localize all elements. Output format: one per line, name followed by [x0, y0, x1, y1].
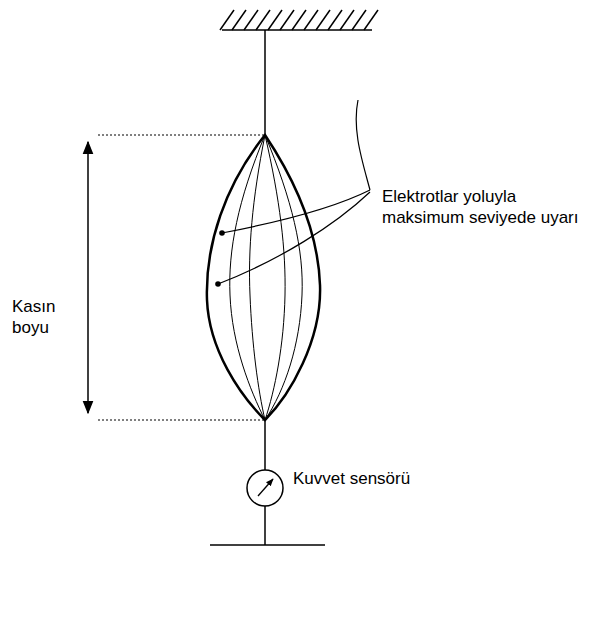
hatch-stroke: [232, 10, 246, 30]
guide-line: [98, 420, 264, 421]
stimulus-label: Elektrotlar yoluyla maksimum seviyede uy…: [382, 186, 587, 228]
length-label: Kasın boyu: [12, 296, 74, 338]
hatch-stroke: [268, 10, 282, 30]
string: [264, 506, 266, 545]
sensor-label: Kuvvet sensörü: [293, 468, 453, 489]
hatch-stroke: [352, 10, 366, 30]
length-arrow: [87, 142, 89, 413]
ceiling: [220, 10, 378, 30]
electrode-wires: [218, 100, 370, 284]
muscle: [207, 135, 320, 420]
hatch-stroke: [328, 10, 342, 30]
hatch-stroke: [244, 10, 258, 30]
string: [264, 420, 266, 470]
guide-line: [98, 135, 264, 136]
force-sensor: [247, 470, 283, 506]
hatch-stroke: [220, 10, 234, 30]
electrode-dot: [215, 281, 221, 287]
hatch-stroke: [340, 10, 354, 30]
hatch-stroke: [364, 10, 378, 30]
hatch-stroke: [256, 10, 270, 30]
hatch-stroke: [292, 10, 306, 30]
string: [264, 30, 266, 136]
sensor-needle: [258, 479, 273, 496]
hatch-stroke: [316, 10, 330, 30]
hatch-stroke: [304, 10, 318, 30]
hatch-stroke: [280, 10, 294, 30]
floor: [210, 544, 325, 546]
electrode-dot: [219, 230, 225, 236]
